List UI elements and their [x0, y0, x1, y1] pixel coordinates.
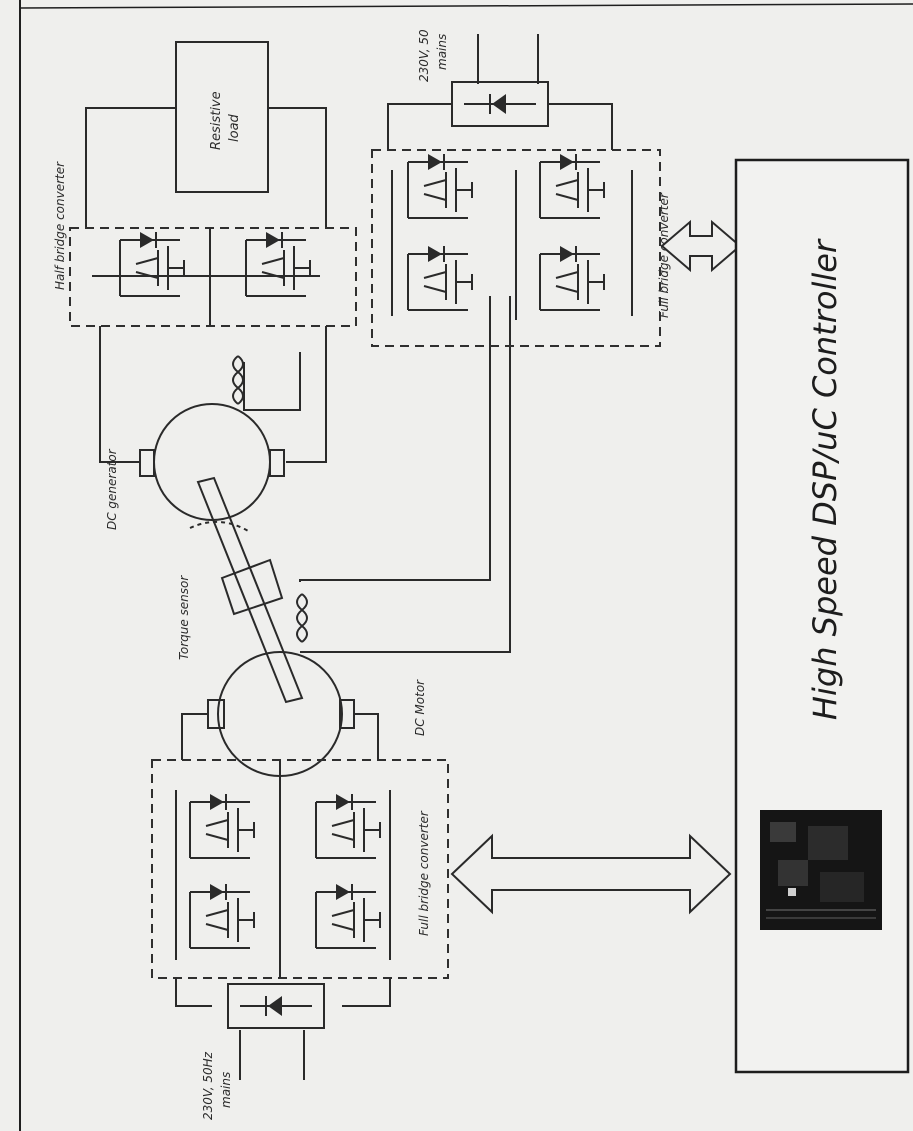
igbt-switch-icon [539, 153, 605, 219]
igbt-switch-icon [407, 153, 473, 219]
bottom-mains-input: 230V, 50Hz mains [175, 978, 391, 1120]
half-bridge-label: Half bridge converter [53, 161, 67, 290]
rectifier-icon [227, 983, 325, 1029]
dc-motor: DC Motor [181, 296, 511, 777]
bottom-bus-arrow [450, 833, 732, 915]
top-full-bridge-converter: Full bridge converter [371, 149, 671, 347]
igbt-switch-icon [245, 231, 311, 297]
igbt-switch-icon [539, 245, 605, 311]
controller-label: High Speed DSP/uC Controller [806, 238, 844, 720]
half-bridge-converter: Half bridge converter [53, 161, 357, 327]
bottom-full-bridge-converter: Full bridge converter [151, 759, 449, 979]
torque-sensor: Torque sensor [177, 558, 284, 660]
bottom-mains-label-2: mains [219, 1072, 233, 1108]
coupling-shaft [196, 476, 304, 704]
field-coil-icon [232, 355, 244, 405]
dc-motor-label: DC Motor [413, 679, 427, 736]
igbt-switch-icon [189, 793, 255, 859]
controller-block: High Speed DSP/uC Controller [734, 158, 910, 1074]
top-mains-label-1: 230V, 50 [417, 29, 431, 82]
igbt-switch-icon [119, 231, 185, 297]
resistive-load-label-1: Resistive [209, 91, 224, 150]
dsp-board-image [760, 810, 882, 930]
bottom-full-bridge-label: Full bridge converter [417, 810, 431, 936]
resistive-load-label-2: load [227, 113, 242, 142]
igbt-switch-icon [407, 245, 473, 311]
torque-sensor-label: Torque sensor [177, 575, 191, 660]
top-full-bridge-label: Full bridge converter [657, 192, 671, 318]
dc-generator-label: DC generator [105, 448, 119, 530]
page-top-edge [19, 3, 913, 9]
top-mains-input: 230V, 50 mains [387, 29, 613, 150]
resistive-load: Resistive load [175, 41, 269, 193]
igbt-switch-icon [189, 883, 255, 949]
igbt-switch-icon [315, 883, 381, 949]
igbt-switch-icon [315, 793, 381, 859]
rectifier-icon [451, 81, 549, 127]
field-coil-icon [296, 593, 308, 643]
top-bus-arrow [660, 219, 742, 273]
bottom-mains-label-1: 230V, 50Hz [201, 1051, 215, 1120]
top-mains-label-2: mains [435, 34, 449, 70]
dc-generator: DC generator [99, 326, 327, 533]
